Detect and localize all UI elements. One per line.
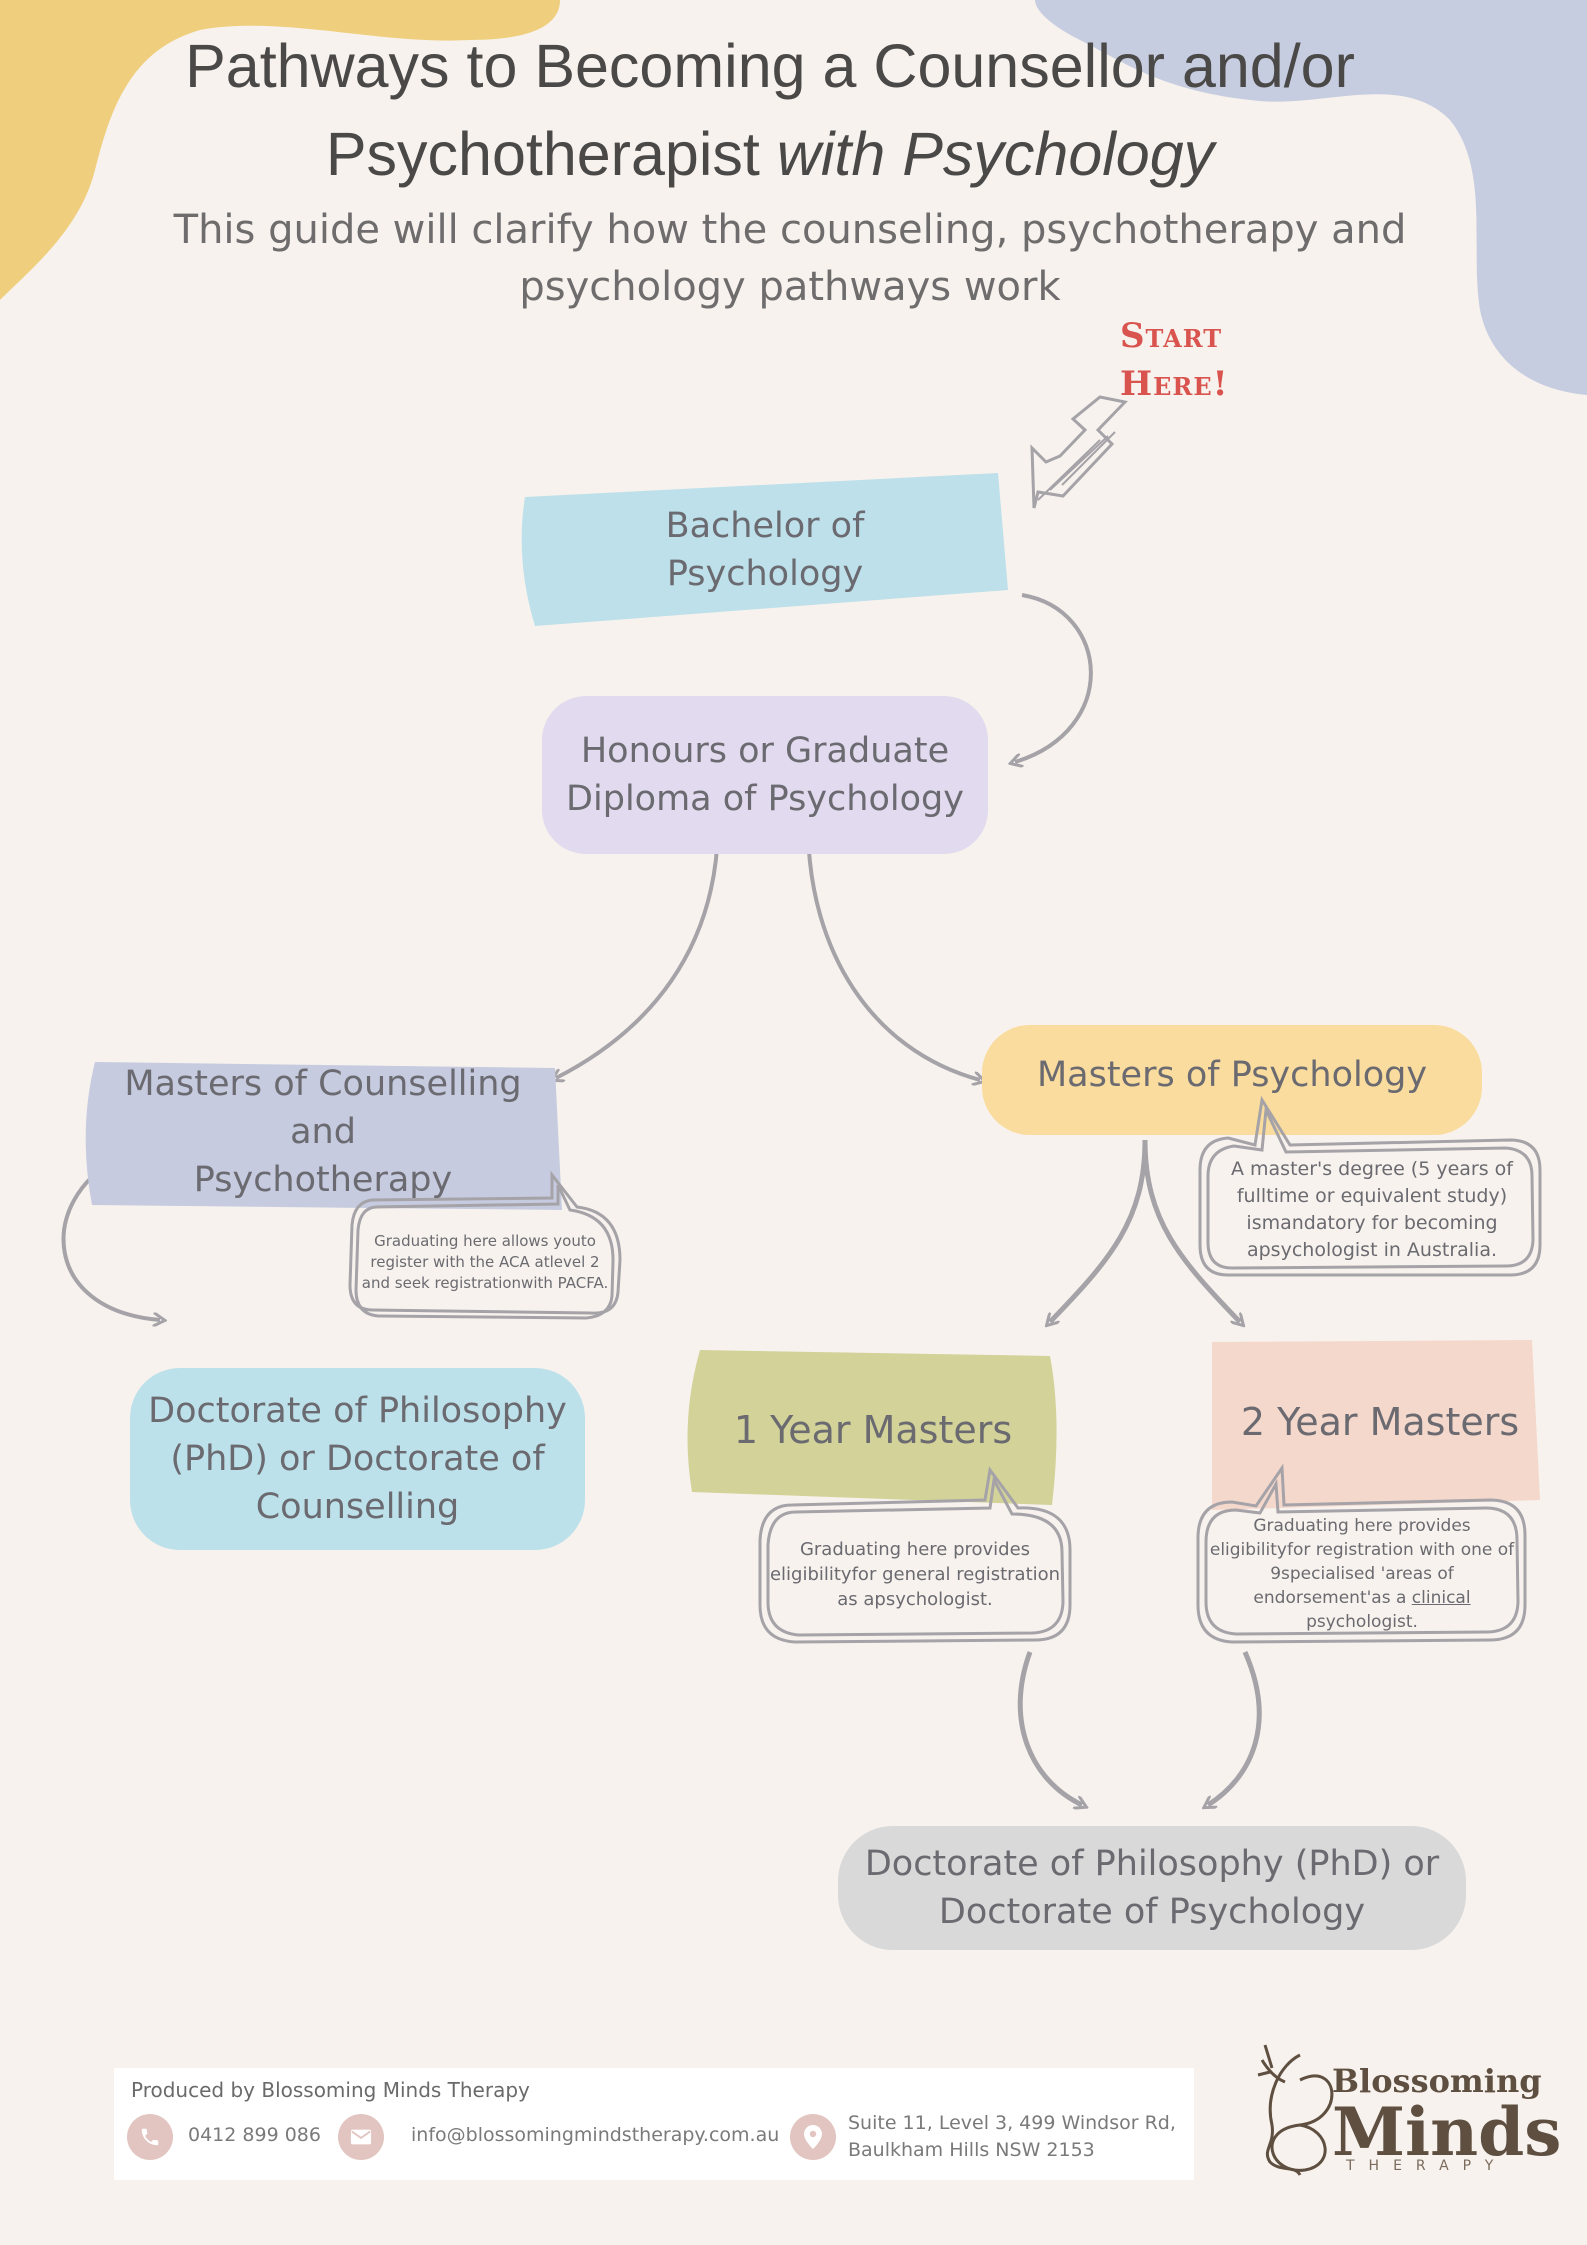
start-arrow-icon bbox=[1030, 395, 1128, 509]
title-line-2: Psychotherapist with Psychology bbox=[100, 110, 1440, 198]
logo-mark-icon bbox=[1257, 2044, 1334, 2176]
node-bachelor-line-2: Psychology bbox=[666, 554, 864, 594]
node-doctorate-counselling-line-2: (PhD) or Doctorate of bbox=[170, 1439, 545, 1479]
two-year-shape bbox=[1212, 1340, 1540, 1510]
bubble-one-year-line-2: for general registration as a bbox=[837, 1563, 1061, 1610]
bubble-masters-psych-line-4: psychologist in Australia. bbox=[1258, 1239, 1498, 1261]
footer-address-line-2: Baulkham Hills NSW 2153 bbox=[848, 2139, 1095, 2161]
phone-icon bbox=[127, 2114, 173, 2160]
title-line-2-italic: with Psychology bbox=[776, 120, 1215, 188]
node-two-year-masters: 2 Year Masters bbox=[1212, 1372, 1548, 1472]
page-title: Pathways to Becoming a Counsellor and/or… bbox=[100, 22, 1440, 198]
bubble-masters-psych: A master's degree (5 years of fulltime o… bbox=[1206, 1150, 1538, 1270]
start-here-label: Start Here! bbox=[1120, 312, 1260, 408]
logo-word-minds: Minds bbox=[1332, 2093, 1562, 2171]
bubble-one-year: Graduating here provides eligibilityfor … bbox=[764, 1512, 1066, 1636]
footer-card: Produced by Blossoming Minds Therapy 041… bbox=[114, 2068, 1194, 2180]
footer-address-line-1: Suite 11, Level 3, 499 Windsor Rd, bbox=[848, 2112, 1176, 2134]
subtitle-line-2: psychology pathways work bbox=[519, 264, 1061, 310]
node-doctorate-counselling-line-3: Counselling bbox=[255, 1487, 460, 1527]
node-bachelor: Bachelor of Psychology bbox=[530, 490, 1000, 610]
arrow-bachelor-to-honours bbox=[1015, 593, 1093, 762]
node-bachelor-line-1: Bachelor of bbox=[665, 506, 865, 546]
bubble-masters-psych-line-3: mandatory for becoming a bbox=[1246, 1212, 1498, 1261]
arrow-honours-to-counselling bbox=[556, 829, 720, 1078]
start-here-line-1: Start bbox=[1120, 316, 1223, 356]
bubble-two-year-line-4: as a clinical psychologist. bbox=[1306, 1588, 1470, 1632]
blue-blob bbox=[1035, 0, 1587, 395]
start-here-line-2: Here! bbox=[1120, 364, 1229, 404]
node-masters-psychology-line-1: Masters of Psychology bbox=[1036, 1055, 1428, 1095]
yellow-blob bbox=[0, 0, 560, 300]
bubble-one-year-outline bbox=[758, 1466, 1072, 1644]
arrow-honours-to-masters-psych bbox=[806, 829, 980, 1080]
bubble-one-year-line-1: Graduating here provides eligibility bbox=[769, 1538, 1031, 1585]
bubble-masters-psych-line-1: A master's degree (5 years of full bbox=[1230, 1158, 1513, 1207]
node-doctorate-counselling: Doctorate of Philosophy (PhD) or Doctorat… bbox=[130, 1368, 585, 1550]
node-doctorate-counselling-line-1: Doctorate of Philosophy bbox=[148, 1391, 567, 1431]
title-line-1: Pathways to Becoming a Counsellor and/or bbox=[185, 32, 1355, 100]
logo-word-therapy: THERAPY bbox=[1346, 2158, 1508, 2174]
node-honours-line-1: Honours or Graduate bbox=[580, 731, 950, 771]
bubble-two-year-clinical: clinical bbox=[1411, 1588, 1471, 1608]
bubble-masters-psych-line-2: time or equivalent study) is bbox=[1246, 1185, 1508, 1234]
bubble-two-year-outline bbox=[1196, 1463, 1527, 1644]
footer-email[interactable]: info@blossomingmindstherapy.com.au bbox=[411, 2124, 780, 2146]
node-masters-counselling-line-2: Psychotherapy bbox=[193, 1160, 453, 1200]
subtitle-line-1: This guide will clarify how the counseli… bbox=[173, 207, 1407, 253]
honours-shape bbox=[542, 696, 988, 854]
bubble-counselling-line-2: to register with the ACA at bbox=[370, 1231, 596, 1271]
produced-by-text: Produced by Blossoming Minds Therapy bbox=[131, 2078, 530, 2102]
node-masters-psychology: Masters of Psychology bbox=[982, 1025, 1482, 1125]
arrow-two-year-to-doctorate bbox=[1208, 1650, 1262, 1805]
logo-word-blossoming: Blossoming bbox=[1332, 2062, 1542, 2100]
envelope-icon bbox=[338, 2114, 384, 2160]
node-masters-counselling-line-1: Masters of Counselling and bbox=[124, 1064, 522, 1152]
footer-address: Suite 11, Level 3, 499 Windsor Rd, Baulk… bbox=[848, 2110, 1176, 2164]
bubble-two-year: Graduating here provides eligibilityfor … bbox=[1204, 1512, 1520, 1636]
arrow-one-year-to-doctorate bbox=[1017, 1651, 1082, 1805]
arrow-masters-to-two-year bbox=[1142, 1139, 1240, 1322]
bubble-counselling: Graduating here allows youto register wi… bbox=[360, 1212, 610, 1312]
masters-psychology-shape bbox=[982, 1025, 1482, 1135]
node-one-year-line-1: 1 Year Masters bbox=[733, 1408, 1013, 1452]
location-pin-icon bbox=[790, 2114, 836, 2160]
bubble-two-year-line-4-before: as a bbox=[1371, 1588, 1412, 1608]
doctorate-psychology-shape bbox=[838, 1826, 1466, 1950]
node-one-year-masters: 1 Year Masters bbox=[692, 1380, 1054, 1480]
node-honours-line-2: Diploma of Psychology bbox=[566, 779, 964, 819]
node-doctorate-psychology: Doctorate of Philosophy (PhD) or Doctorat… bbox=[838, 1826, 1466, 1950]
node-doctorate-psychology-line-1: Doctorate of Philosophy (PhD) or bbox=[864, 1844, 1440, 1884]
bubble-two-year-line-3: specialised 'areas of endorsement' bbox=[1253, 1564, 1454, 1608]
page-subtitle: This guide will clarify how the counseli… bbox=[140, 202, 1440, 316]
bubble-one-year-line-3: psychologist. bbox=[874, 1588, 993, 1610]
one-year-shape bbox=[687, 1350, 1057, 1505]
title-line-2-plain: Psychotherapist bbox=[325, 120, 777, 188]
bubble-counselling-line-3: level 2 and seek registration bbox=[361, 1252, 600, 1292]
bachelor-shape bbox=[521, 473, 1008, 626]
bubble-two-year-line-2: for registration with one of 9 bbox=[1270, 1540, 1515, 1584]
arrow-masters-to-one-year bbox=[1050, 1139, 1148, 1322]
bubble-counselling-line-1: Graduating here allows you bbox=[374, 1231, 581, 1250]
bubble-counselling-outline bbox=[348, 1170, 622, 1320]
node-doctorate-psychology-line-2: Doctorate of Psychology bbox=[938, 1892, 1366, 1932]
bubble-masters-psych-outline bbox=[1198, 1095, 1542, 1277]
footer-phone[interactable]: 0412 899 086 bbox=[188, 2124, 321, 2146]
node-two-year-line-1: 2 Year Masters bbox=[1240, 1400, 1520, 1444]
bubble-two-year-line-4-after: psychologist. bbox=[1306, 1612, 1418, 1632]
bubble-two-year-line-1: Graduating here provides eligibility bbox=[1209, 1516, 1471, 1560]
masters-counselling-shape bbox=[85, 1062, 562, 1210]
doctorate-counselling-shape bbox=[130, 1368, 585, 1550]
bubble-counselling-line-4: with PACFA. bbox=[521, 1273, 609, 1292]
